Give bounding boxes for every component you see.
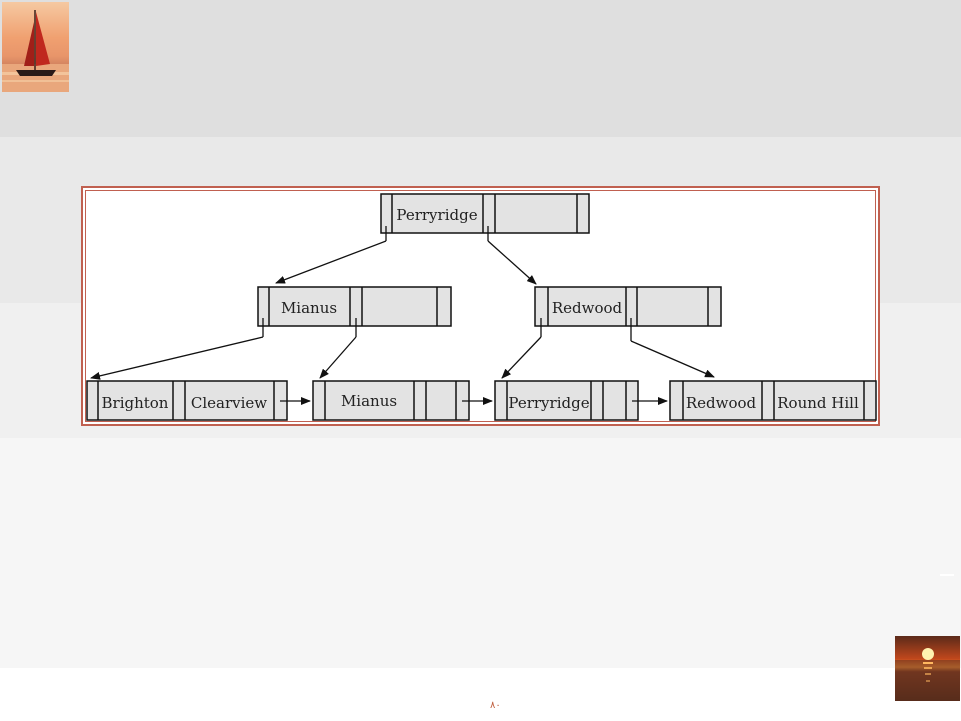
sunset-corner-image bbox=[895, 636, 960, 701]
content-band-3 bbox=[0, 438, 961, 668]
leaf-4-key-2: Round Hill bbox=[777, 394, 859, 412]
pointer-internal-left-to-leaf-1-arrow bbox=[90, 336, 264, 380]
internal-node-left: Mianus bbox=[257, 286, 452, 327]
leaf-2-key-1: Mianus bbox=[341, 392, 397, 410]
root-node: Perryridge bbox=[380, 193, 590, 234]
sunset-icon bbox=[895, 648, 960, 701]
leaf-node-3: Perryridge bbox=[494, 380, 639, 421]
internal-left-key-1: Mianus bbox=[281, 299, 337, 317]
sailboat-logo-image bbox=[2, 2, 69, 92]
leaf-4-key-1: Redwood bbox=[686, 394, 757, 412]
pointer-root-to-internal-right-arrow bbox=[487, 240, 537, 285]
internal-right-key-1: Redwood bbox=[552, 299, 623, 317]
decorative-dash bbox=[940, 574, 954, 576]
pointer-internal-left-to-leaf-2-arrow bbox=[319, 336, 357, 379]
page-number: ٨٠ bbox=[490, 700, 501, 711]
root-key-1: Perryridge bbox=[396, 206, 477, 224]
pointer-root-to-internal-left-arrow bbox=[275, 240, 387, 284]
leaf-node-4: Redwood Round Hill bbox=[669, 380, 877, 421]
leaf-1-key-2: Clearview bbox=[191, 394, 267, 412]
leaf-node-2: Mianus bbox=[312, 380, 470, 421]
pointer-internal-right-to-leaf-3-arrow bbox=[501, 336, 542, 379]
leaf-node-1: Brighton Clearview bbox=[86, 380, 288, 421]
internal-node-right: Redwood bbox=[534, 286, 722, 327]
pointer-internal-right-to-leaf-4-arrow bbox=[630, 340, 715, 378]
leaf-1-key-1: Brighton bbox=[102, 394, 169, 412]
header-band bbox=[0, 0, 961, 137]
sailboat-icon bbox=[2, 10, 69, 92]
leaf-3-key-1: Perryridge bbox=[508, 394, 589, 412]
